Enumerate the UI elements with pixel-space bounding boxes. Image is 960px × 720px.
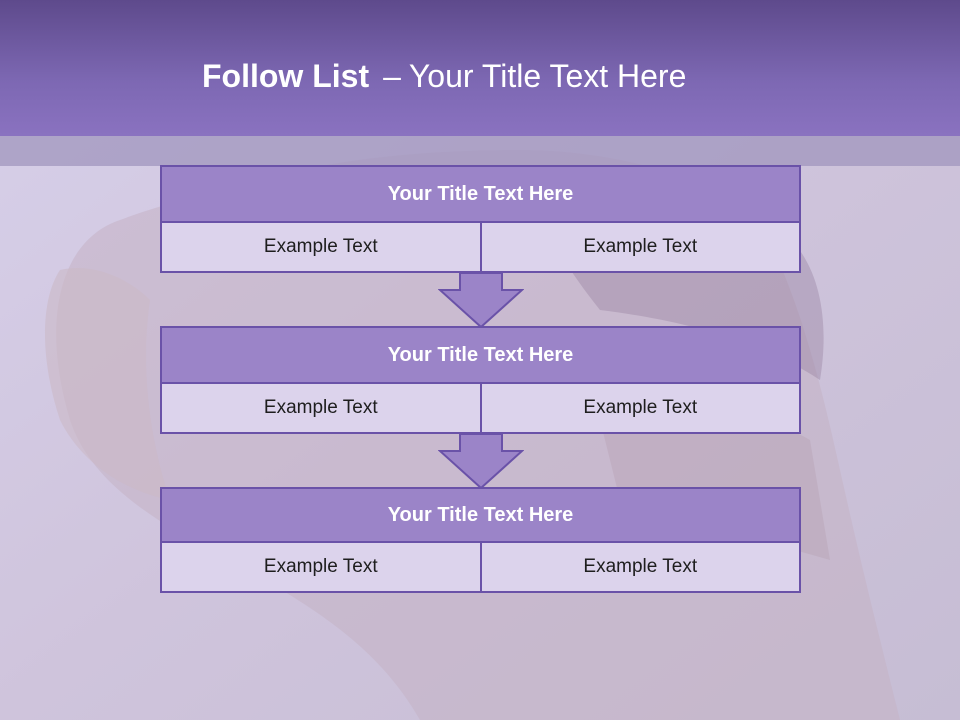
title-bar bbox=[0, 0, 960, 136]
block-row: Example Text Example Text bbox=[160, 384, 801, 434]
slide-title-bold: Follow List bbox=[202, 58, 370, 94]
slide-title: Follow List–Your Title Text Here bbox=[202, 54, 686, 98]
list-block: Your Title Text Here Example Text Exampl… bbox=[160, 326, 801, 434]
title-underband bbox=[0, 136, 960, 166]
down-arrow-icon bbox=[438, 433, 524, 489]
list-block: Your Title Text Here Example Text Exampl… bbox=[160, 487, 801, 593]
block-cell-right: Example Text bbox=[479, 384, 800, 432]
block-title: Your Title Text Here bbox=[160, 487, 801, 543]
slide-title-rest: Your Title Text Here bbox=[408, 58, 687, 94]
block-title: Your Title Text Here bbox=[160, 165, 801, 223]
block-row: Example Text Example Text bbox=[160, 223, 801, 273]
block-cell-right: Example Text bbox=[479, 223, 800, 271]
slide-title-separator: – bbox=[383, 58, 401, 94]
down-arrow-icon bbox=[438, 272, 524, 328]
block-cell-left: Example Text bbox=[263, 556, 378, 577]
block-cell-left: Example Text bbox=[263, 236, 378, 257]
block-cell-right: Example Text bbox=[479, 543, 800, 591]
list-block: Your Title Text Here Example Text Exampl… bbox=[160, 165, 801, 273]
block-title: Your Title Text Here bbox=[160, 326, 801, 384]
block-cell-left: Example Text bbox=[263, 397, 378, 418]
block-row: Example Text Example Text bbox=[160, 543, 801, 593]
